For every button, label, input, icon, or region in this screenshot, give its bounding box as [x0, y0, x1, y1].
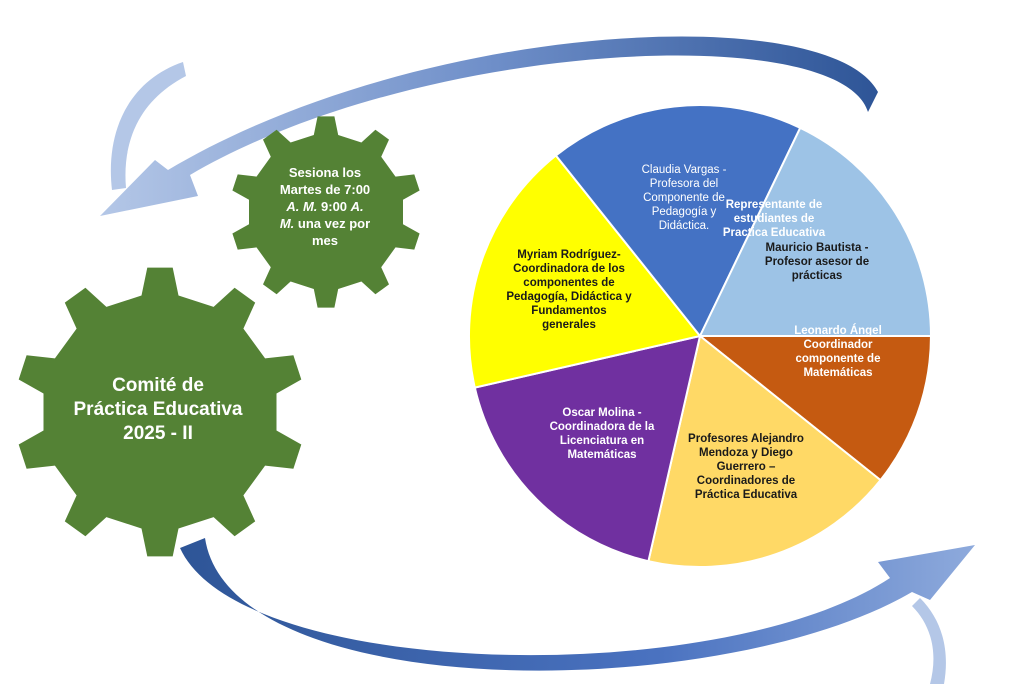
pie-slice-label-line: Fundamentos	[531, 305, 607, 317]
pie-slice-label-line: Mauricio Bautista -	[765, 242, 869, 254]
pie-slice-label-line: Práctica Educativa	[694, 489, 798, 501]
pie-slice-label-line: Guerrero –	[716, 461, 776, 473]
small-gear-text: Sesiona los	[288, 165, 362, 180]
small-gear-line: mes	[258, 232, 392, 249]
main-gear-line: 2025 - II	[123, 423, 193, 444]
bottom-right-hook	[912, 598, 946, 684]
pie-slice-label-line: Representante de	[725, 199, 823, 211]
small-gear-text: 9:00	[317, 199, 351, 214]
main-gear-line: Práctica Educativa	[73, 399, 243, 420]
small-gear-text: M.	[279, 216, 295, 231]
pie-slice-label-line: Profesora del	[649, 178, 719, 190]
main-gear-shape	[18, 267, 302, 557]
pie-slice	[647, 334, 882, 569]
pie-slice-label-line: Leonardo Ángel	[794, 325, 882, 337]
pie-slice-label-line: componente de	[795, 353, 881, 365]
pie-slice-label-line: Matemáticas	[803, 367, 873, 379]
pie-slice-label-line: componentes de	[523, 277, 615, 289]
small-gear-text: A.	[350, 199, 364, 214]
small-gear-line: Martes de 7:00	[258, 181, 392, 198]
pie-slice-label-line: Coordinadores de	[696, 475, 796, 487]
pie-slice-label: Mauricio Bautista - Profesor asesor de prá…	[747, 241, 887, 283]
pie-slice-label-line: Profesor asesor de	[764, 256, 870, 268]
pie-slice-label-line: Claudia Vargas -	[641, 164, 727, 176]
pie-slice-label-line: Pedagogía y	[651, 206, 717, 218]
pie-slice-label-line: Componente de	[643, 192, 725, 204]
main-gear-line: Comité de	[112, 375, 204, 396]
pie-slice-label-line: estudiantes de	[733, 213, 815, 225]
pie-slice	[473, 334, 702, 563]
small-gear-text: una vez por	[294, 216, 371, 231]
small-gear-line: A. M. 9:00 A.	[258, 198, 392, 215]
pie-slice-label-line: Mendoza y Diego	[699, 447, 793, 459]
top-left-hook	[110, 62, 186, 190]
small-gear-text: mes	[311, 233, 339, 248]
pie-slice-label-line: Coordinadora de la	[549, 421, 655, 433]
pie-slice	[554, 104, 802, 338]
pie-slice-label-line: Matemáticas	[567, 449, 637, 461]
pie-slice-label-line: Myriam Rodríguez-	[517, 249, 621, 261]
pie-slice-label-line: Licenciatura en	[559, 435, 645, 447]
small-gear-shape	[232, 116, 420, 308]
small-gear-line: Sesiona los	[258, 164, 392, 181]
small-gear-line: M. una vez por	[258, 215, 392, 232]
bottom-cycle-arrow	[180, 538, 975, 671]
pie-slice	[698, 126, 933, 337]
pie-slice-label: Representante de estudiantes de Practica E…	[704, 198, 844, 240]
pie-slice-label: Myriam Rodríguez- Coordinadora de los comp…	[499, 248, 639, 332]
small-gear-text: A. M.	[286, 199, 318, 214]
main-gear-label: Comité de Práctica Educativa 2025 - II	[58, 374, 258, 446]
pie-slice-label-line: Oscar Molina -	[562, 407, 642, 419]
pie-slice	[467, 154, 702, 389]
small-gear-text: Martes de 7:00	[279, 182, 371, 197]
committee-pie	[467, 103, 933, 569]
pie-slice-label-line: Pedagogía, Didáctica y	[506, 291, 632, 303]
pie-slice-label-line: Coordinadora de los	[513, 263, 625, 275]
top-cycle-arrow	[100, 36, 878, 216]
pie-slice-label-line: Practica Educativa	[722, 227, 826, 239]
pie-slice-label-line: Didáctica.	[658, 220, 710, 232]
pie-slice-label-line: Profesores Alejandro	[688, 433, 804, 445]
pie-slice-label-line: Coordinador	[803, 339, 873, 351]
pie-slice-label-line: prácticas	[791, 270, 843, 282]
pie-slice-label-line: generales	[542, 319, 596, 331]
pie-slice-label: Oscar Molina - Coordinadora de la Licencia…	[532, 406, 672, 462]
